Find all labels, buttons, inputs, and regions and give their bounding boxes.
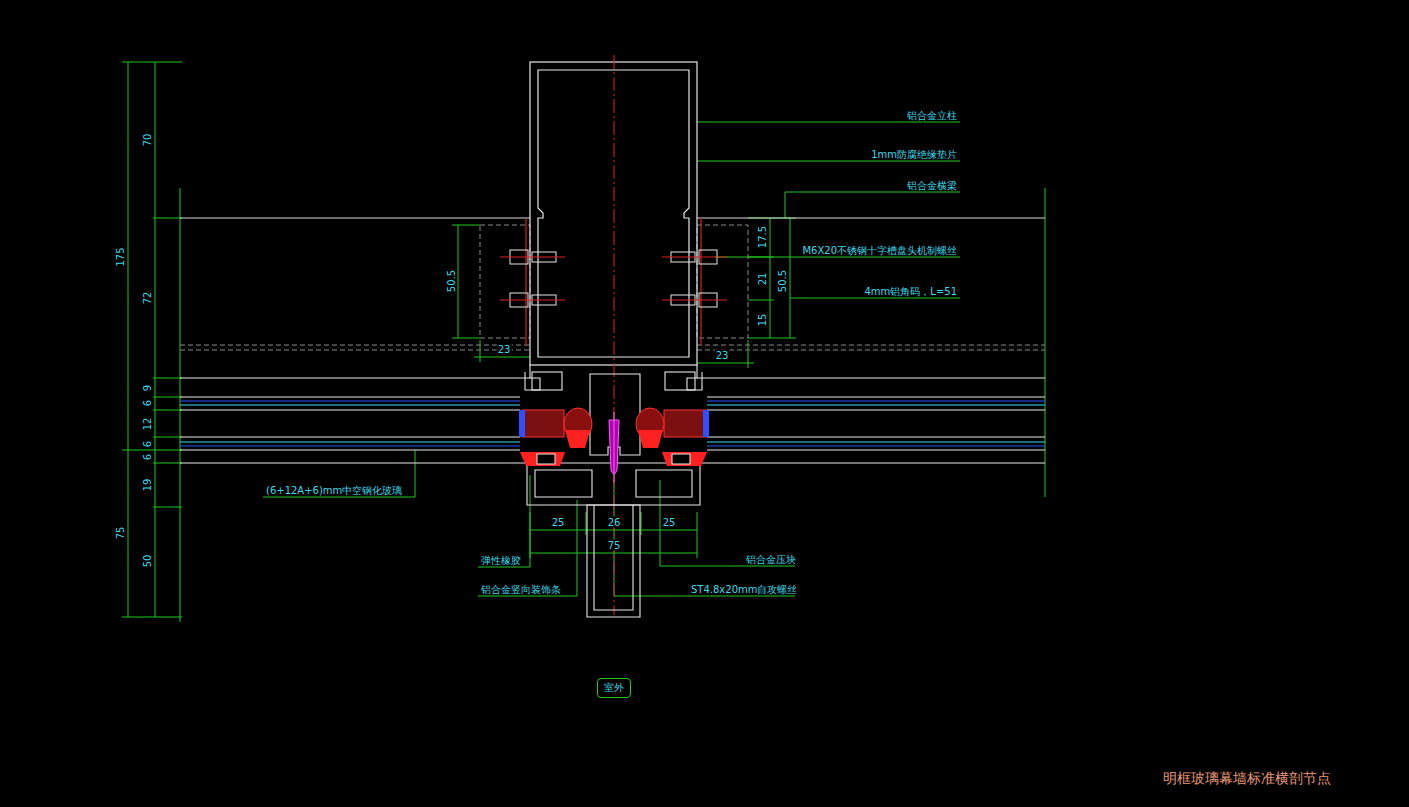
dimension: 12 bbox=[142, 417, 153, 432]
dimension: 75 bbox=[115, 526, 126, 541]
part-label: ST4.8x20mm自攻螺丝 bbox=[690, 584, 798, 595]
dimension: 9 bbox=[142, 384, 153, 392]
dimension: 75 bbox=[607, 540, 622, 551]
tag-text: 室外 bbox=[598, 682, 630, 694]
dimension: 50.5 bbox=[777, 269, 788, 293]
dimension: 23 bbox=[715, 350, 730, 361]
dimension: 175 bbox=[115, 246, 126, 267]
dimension: 25 bbox=[662, 517, 677, 528]
part-label: 铝合金立柱 bbox=[906, 110, 958, 121]
dimension: 50.5 bbox=[446, 269, 457, 293]
dimension: 19 bbox=[142, 478, 153, 493]
part-label: M6X20不锈钢十字槽盘头机制螺丝 bbox=[801, 245, 958, 256]
part-label: 铝合金横梁 bbox=[906, 180, 958, 191]
dimension: 70 bbox=[142, 133, 153, 148]
part-label: 4mm铝角码，L=51 bbox=[863, 286, 958, 297]
dimension: 72 bbox=[142, 291, 153, 306]
dimension: 50 bbox=[142, 554, 153, 569]
dimension: 6 bbox=[142, 440, 153, 448]
part-label: 弹性橡胶 bbox=[480, 555, 522, 566]
location-tag: 室外 bbox=[597, 678, 631, 698]
drawing-title: 明框玻璃幕墙标准横剖节点 bbox=[1162, 770, 1332, 786]
part-label: 铝合金压块 bbox=[745, 554, 797, 565]
part-label: 铝合金竖向装饰条 bbox=[480, 584, 562, 595]
dimension: 15 bbox=[757, 313, 768, 328]
dimension: 6 bbox=[142, 453, 153, 461]
dimension: 25 bbox=[551, 517, 566, 528]
part-label: 1mm防腐绝缘垫片 bbox=[870, 149, 958, 160]
dimension: 21 bbox=[757, 272, 768, 287]
dimension: 23 bbox=[497, 344, 512, 355]
dimension: 6 bbox=[142, 399, 153, 407]
dimension: 26 bbox=[607, 517, 622, 528]
dimension: 17.5 bbox=[757, 225, 768, 249]
part-label: (6+12A+6)mm中空钢化玻璃 bbox=[265, 485, 403, 496]
